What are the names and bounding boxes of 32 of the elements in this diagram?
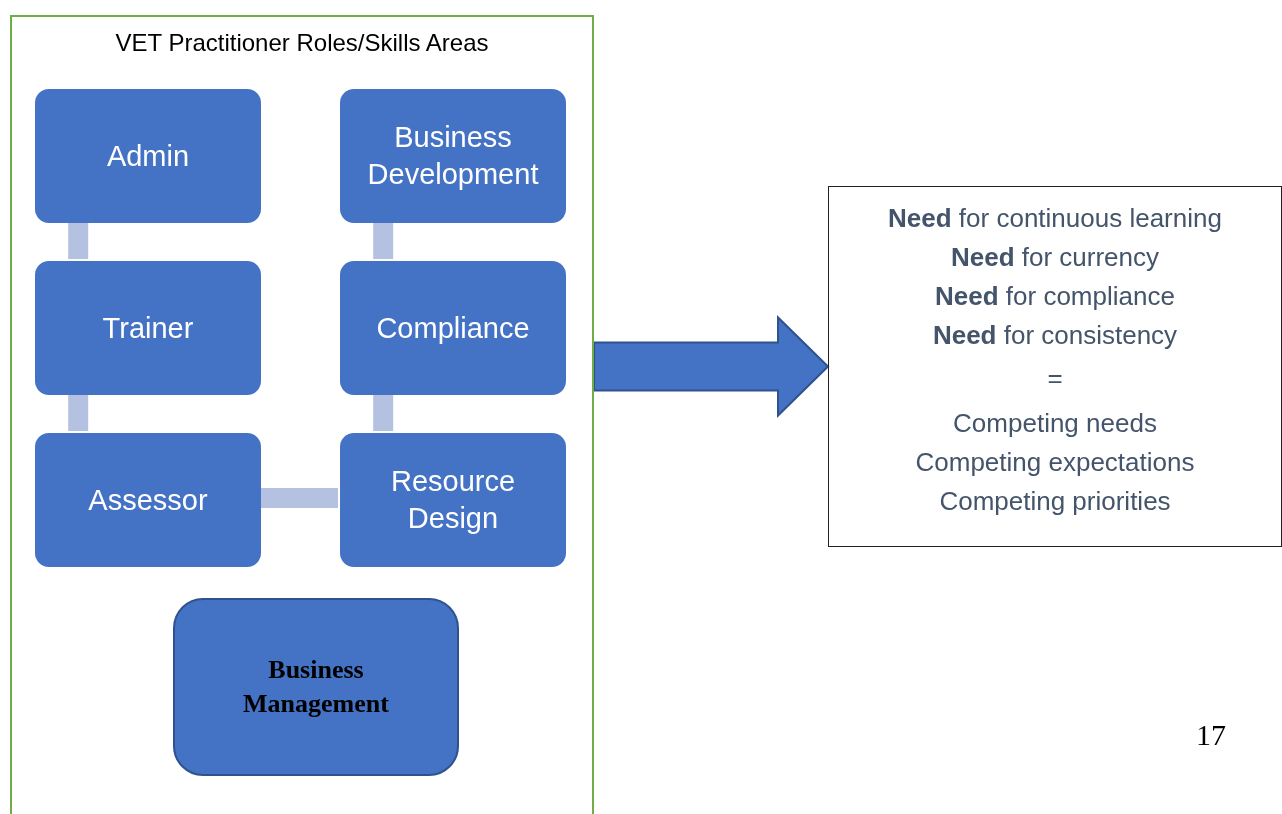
box-label: Compliance <box>376 310 530 346</box>
role-box <box>173 598 459 776</box>
box-label: Business Management <box>242 654 390 720</box>
text-line: Competing needs <box>953 407 1157 440</box>
block-arrow <box>593 315 830 418</box>
box-label: Resource Design <box>389 464 517 536</box>
role-box <box>340 89 566 223</box>
box-label: Trainer <box>102 310 194 346</box>
text-line: Need for compliance <box>935 280 1175 313</box>
connector-bar <box>259 488 338 508</box>
box-label: Business Development <box>366 120 540 192</box>
connector-bar <box>68 221 89 259</box>
box-label: Assessor <box>88 482 208 518</box>
text-line: Need for continuous learning <box>888 202 1222 235</box>
role-box <box>35 89 261 223</box>
page-number: 17 <box>1196 718 1226 752</box>
text-line: Need for consistency <box>932 319 1178 352</box>
group-title: VET Practitioner Roles/Skills Areas <box>114 29 490 57</box>
text-line: Need for currency <box>950 241 1160 274</box>
group-frame <box>10 15 594 814</box>
connector-bar <box>68 393 89 431</box>
connector-bar <box>373 221 394 259</box>
role-box <box>35 261 261 395</box>
role-box <box>340 433 566 567</box>
role-box <box>340 261 566 395</box>
box-label: Admin <box>106 138 190 174</box>
text-line: Competing priorities <box>939 485 1171 518</box>
role-box <box>35 433 261 567</box>
connector-bar <box>373 393 394 431</box>
text-line: = <box>1047 362 1063 395</box>
text-line: Competing expectations <box>915 446 1195 479</box>
text-box <box>828 186 1282 547</box>
